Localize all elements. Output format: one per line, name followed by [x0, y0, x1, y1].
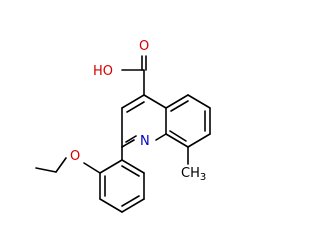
- bond-n-c2: [121, 139, 135, 148]
- methyl-label: CH3: [181, 166, 206, 183]
- bond-c5-c6: [187, 94, 211, 109]
- bond-c4-c4a: [143, 94, 167, 109]
- bond-c8-c8a-inner: [169, 130, 187, 142]
- ether-oxygen-label: O: [70, 149, 80, 164]
- bond-c3-c4-inner: [126, 101, 145, 113]
- bond-n-c2-inner: [125, 135, 137, 143]
- bond-c7-c8: [187, 133, 211, 148]
- methyl-label-main: CH: [181, 166, 200, 181]
- bond-ph4-ph5: [99, 198, 123, 213]
- bond-c4a-c5-inner: [170, 100, 189, 112]
- bond-ph1-ph2: [121, 159, 145, 174]
- bond-ph3-ph4-inner: [121, 195, 140, 207]
- bond-ph6-ether-o: [83, 162, 101, 174]
- carbonyl-oxygen-label: O: [139, 39, 149, 54]
- bond-c8-c8a: [165, 133, 189, 148]
- ring-nitrogen-label: N: [140, 134, 150, 149]
- bond-ph1-ph2-inner: [121, 165, 140, 177]
- bond-ph6-ph1: [99, 159, 123, 174]
- bond-ether-o-ch2: [55, 157, 67, 173]
- bond-c8a-n: [155, 133, 167, 141]
- chemical-structure-diagram: O HO N CH3 O: [35, 39, 211, 213]
- bond-ph3-ph4: [121, 198, 145, 213]
- bond-c3-c4: [121, 94, 145, 109]
- bond-c4a-c5: [165, 94, 189, 109]
- hydroxyl-label: HO: [93, 64, 113, 79]
- methyl-label-subscript: 3: [200, 172, 206, 183]
- bond-ch2-ch3: [35, 167, 57, 173]
